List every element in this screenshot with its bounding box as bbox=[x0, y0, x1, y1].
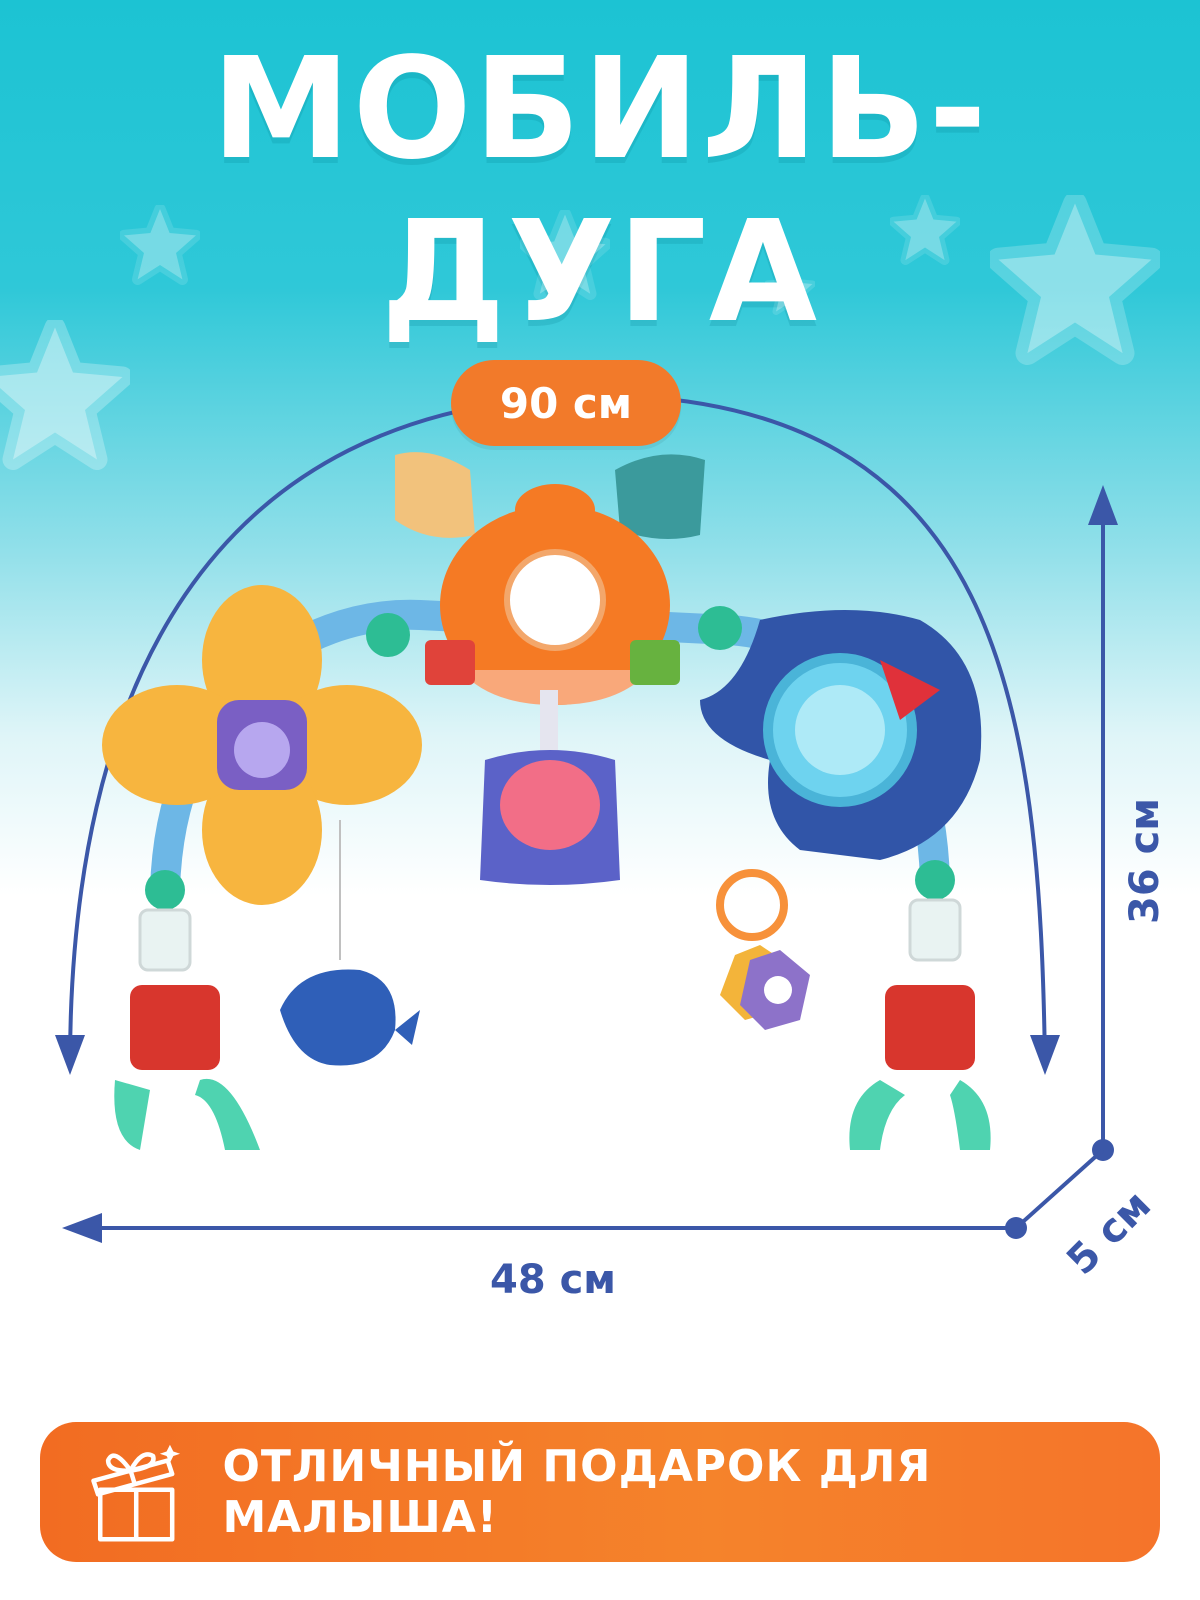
arrow-left-icon bbox=[62, 1213, 102, 1243]
whale-teether bbox=[280, 969, 396, 1066]
arrow-head-icon bbox=[1030, 1035, 1060, 1075]
arrow-up-icon bbox=[1088, 485, 1118, 525]
page-title: МОБИЛЬ-ДУГА bbox=[211, 28, 989, 354]
banner-text: ОТЛИЧНЫЙ ПОДАРОК ДЛЯ МАЛЫША! bbox=[222, 1441, 932, 1543]
promo-banner: ОТЛИЧНЫЙ ПОДАРОК ДЛЯ МАЛЫША! bbox=[40, 1422, 1160, 1562]
height-label: 36 см bbox=[1122, 798, 1168, 924]
star-decoration bbox=[120, 205, 200, 285]
star-decoration bbox=[520, 210, 610, 300]
star-decoration bbox=[990, 195, 1160, 365]
star-decoration bbox=[0, 320, 130, 470]
star-decoration bbox=[765, 265, 815, 315]
width-label: 48 см bbox=[490, 1257, 616, 1303]
flower-teether bbox=[102, 585, 422, 905]
star-decoration bbox=[890, 195, 960, 265]
gift-icon bbox=[91, 1444, 181, 1542]
arrow-head-icon bbox=[55, 1035, 85, 1075]
arc-length-badge: 90 см bbox=[451, 360, 681, 446]
